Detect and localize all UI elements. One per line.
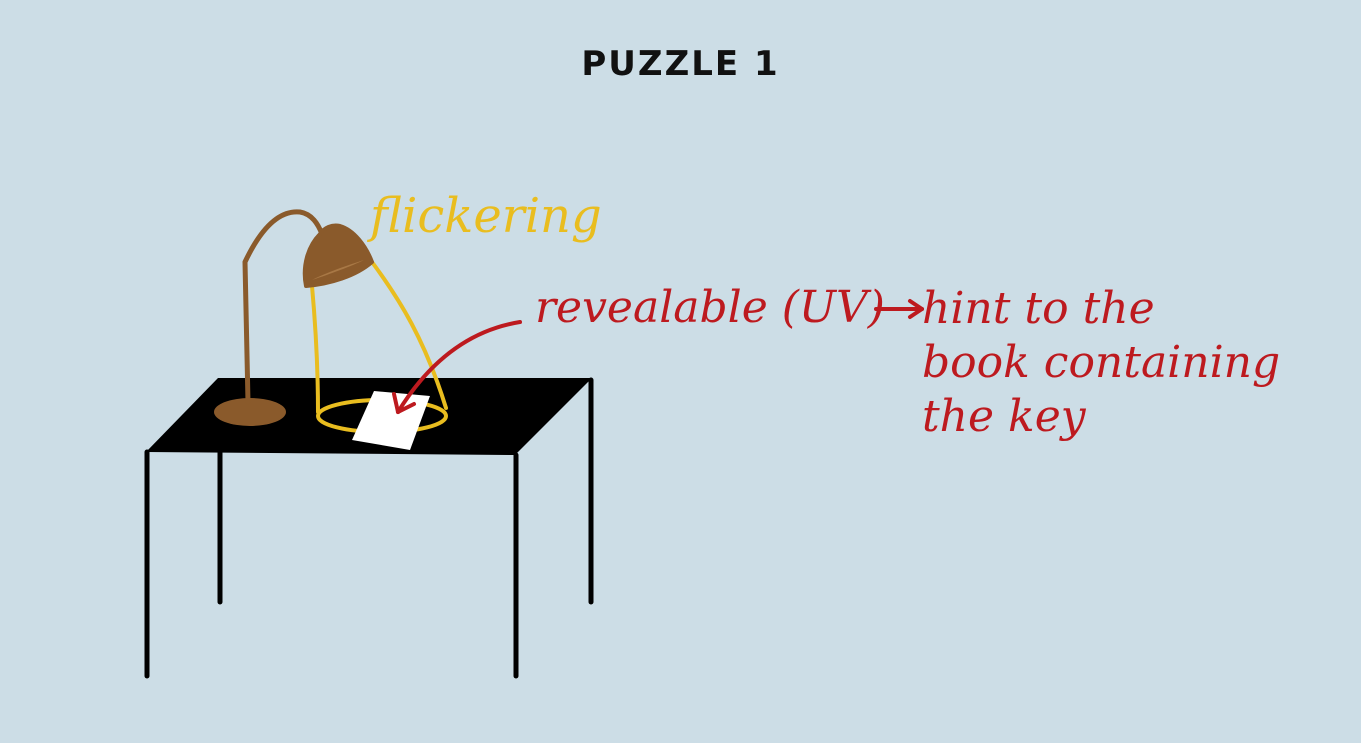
hint-line-1: hint to the: [922, 283, 1155, 334]
puzzle-title: PUZZLE 1: [581, 44, 780, 84]
arrow-to-hint: [874, 299, 924, 319]
flickering-label: flickering: [370, 188, 602, 244]
hint-line-3: the key: [922, 391, 1086, 442]
arrow-to-paper: [392, 320, 522, 414]
desk-lamp: [214, 209, 374, 426]
lamp-base: [214, 398, 286, 426]
lamp-arm: [242, 209, 325, 405]
revealable-label: revealable (UV): [535, 282, 885, 333]
hint-label: hint to the book containing the key: [922, 282, 1280, 444]
lamp-shade: [302, 223, 374, 288]
lamp-shade-inner: [312, 260, 364, 280]
hint-line-2: book containing: [922, 337, 1281, 388]
